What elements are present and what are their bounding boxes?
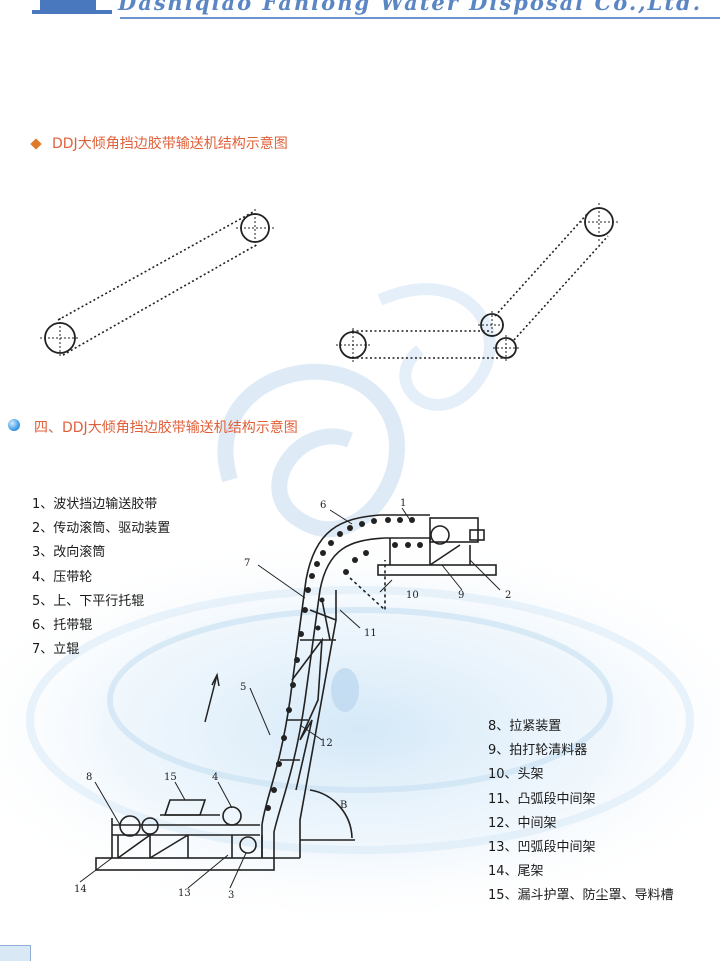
legend-item: 8、拉紧装置 xyxy=(488,719,562,734)
callout-11: 11 xyxy=(364,628,377,639)
header-divider xyxy=(120,17,720,19)
circle-bullet-icon xyxy=(8,419,20,431)
section2-title: 四、DDJ大倾角挡边胶带输送机结构示意图 xyxy=(34,420,298,436)
legend-item: 3、改向滚筒 xyxy=(32,545,106,561)
callout-13: 13 xyxy=(178,888,191,899)
callout-3: 3 xyxy=(228,890,234,901)
legend-item: 10、头架 xyxy=(488,767,544,783)
legend-item: 14、尾架 xyxy=(488,864,544,880)
component-legend-right: 8、拉紧装置 9、拍打轮清料器 10、头架 11、凸弧段中间架 12、中间架 1… xyxy=(488,715,674,909)
legend-item: 12、中间架 xyxy=(488,815,557,831)
callout-2: 2 xyxy=(505,590,511,601)
direction-arrow-icon xyxy=(204,672,220,723)
angle-label: B xyxy=(340,800,347,811)
section1-title: DDJ大倾角挡边胶带输送机结构示意图 xyxy=(52,136,288,152)
pulley-bend-lower xyxy=(493,335,519,361)
pulley-tail-right xyxy=(336,328,370,362)
pulley-bend-upper xyxy=(478,311,506,339)
callout-1: 1 xyxy=(400,498,406,509)
belt-cleats xyxy=(265,517,423,811)
legend-item: 13、凹弧段中间架 xyxy=(488,840,596,856)
legend-item: 15、漏斗护罩、防尘罩、导料槽 xyxy=(488,888,674,904)
pulley-lower-left xyxy=(40,318,80,358)
legend-item: 2、传动滚筒、驱动装置 xyxy=(32,521,171,537)
callout-5: 5 xyxy=(240,682,246,693)
schematic-simple-diagrams xyxy=(40,203,618,362)
legend-item: 5、上、下平行托辊 xyxy=(32,593,145,609)
page-header: Dashiqiao Fanlong Water Disposal Co.,Ltd… xyxy=(0,0,720,24)
callout-9: 9 xyxy=(458,590,464,601)
pulley-head-right xyxy=(580,203,618,241)
callout-6: 6 xyxy=(320,500,326,511)
legend-item: 9、拍打轮清料器 xyxy=(488,743,588,759)
diamond-bullet-icon xyxy=(30,138,42,150)
conveyor-structure-drawing: 1 6 7 5 10 9 2 11 12 8 15 4 14 13 3 B xyxy=(74,498,511,901)
legend-item: 1、波状挡边输送胶带 xyxy=(32,497,158,512)
s-curve-schematic xyxy=(352,212,609,359)
pulley-upper-left xyxy=(236,209,274,247)
callout-4: 4 xyxy=(212,772,218,783)
straight-incline-schematic xyxy=(57,211,259,356)
callout-14: 14 xyxy=(74,884,87,895)
callout-leaders xyxy=(79,507,501,889)
header-logo-base xyxy=(32,10,112,14)
legend-item: 4、压带轮 xyxy=(32,569,93,585)
legend-item: 6、托带辊 xyxy=(32,618,93,634)
callout-12: 12 xyxy=(320,738,333,749)
legend-item: 7、立辊 xyxy=(32,642,80,658)
component-legend-left: 1、波状挡边输送胶带 2、传动滚筒、驱动装置 3、改向滚筒 4、压带轮 5、上、… xyxy=(32,493,170,662)
callout-7: 7 xyxy=(244,558,250,569)
legend-item: 11、凸弧段中间架 xyxy=(488,791,596,807)
page-corner-tab xyxy=(0,945,31,961)
conveyor-frame xyxy=(95,514,497,871)
callout-10: 10 xyxy=(406,590,419,601)
company-name: Dashiqiao Fanlong Water Disposal Co.,Ltd… xyxy=(118,0,703,15)
callout-15: 15 xyxy=(164,772,177,783)
callout-numbers: 1 6 7 5 10 9 2 11 12 8 15 4 14 13 3 B xyxy=(74,498,511,901)
callout-8: 8 xyxy=(86,772,92,783)
